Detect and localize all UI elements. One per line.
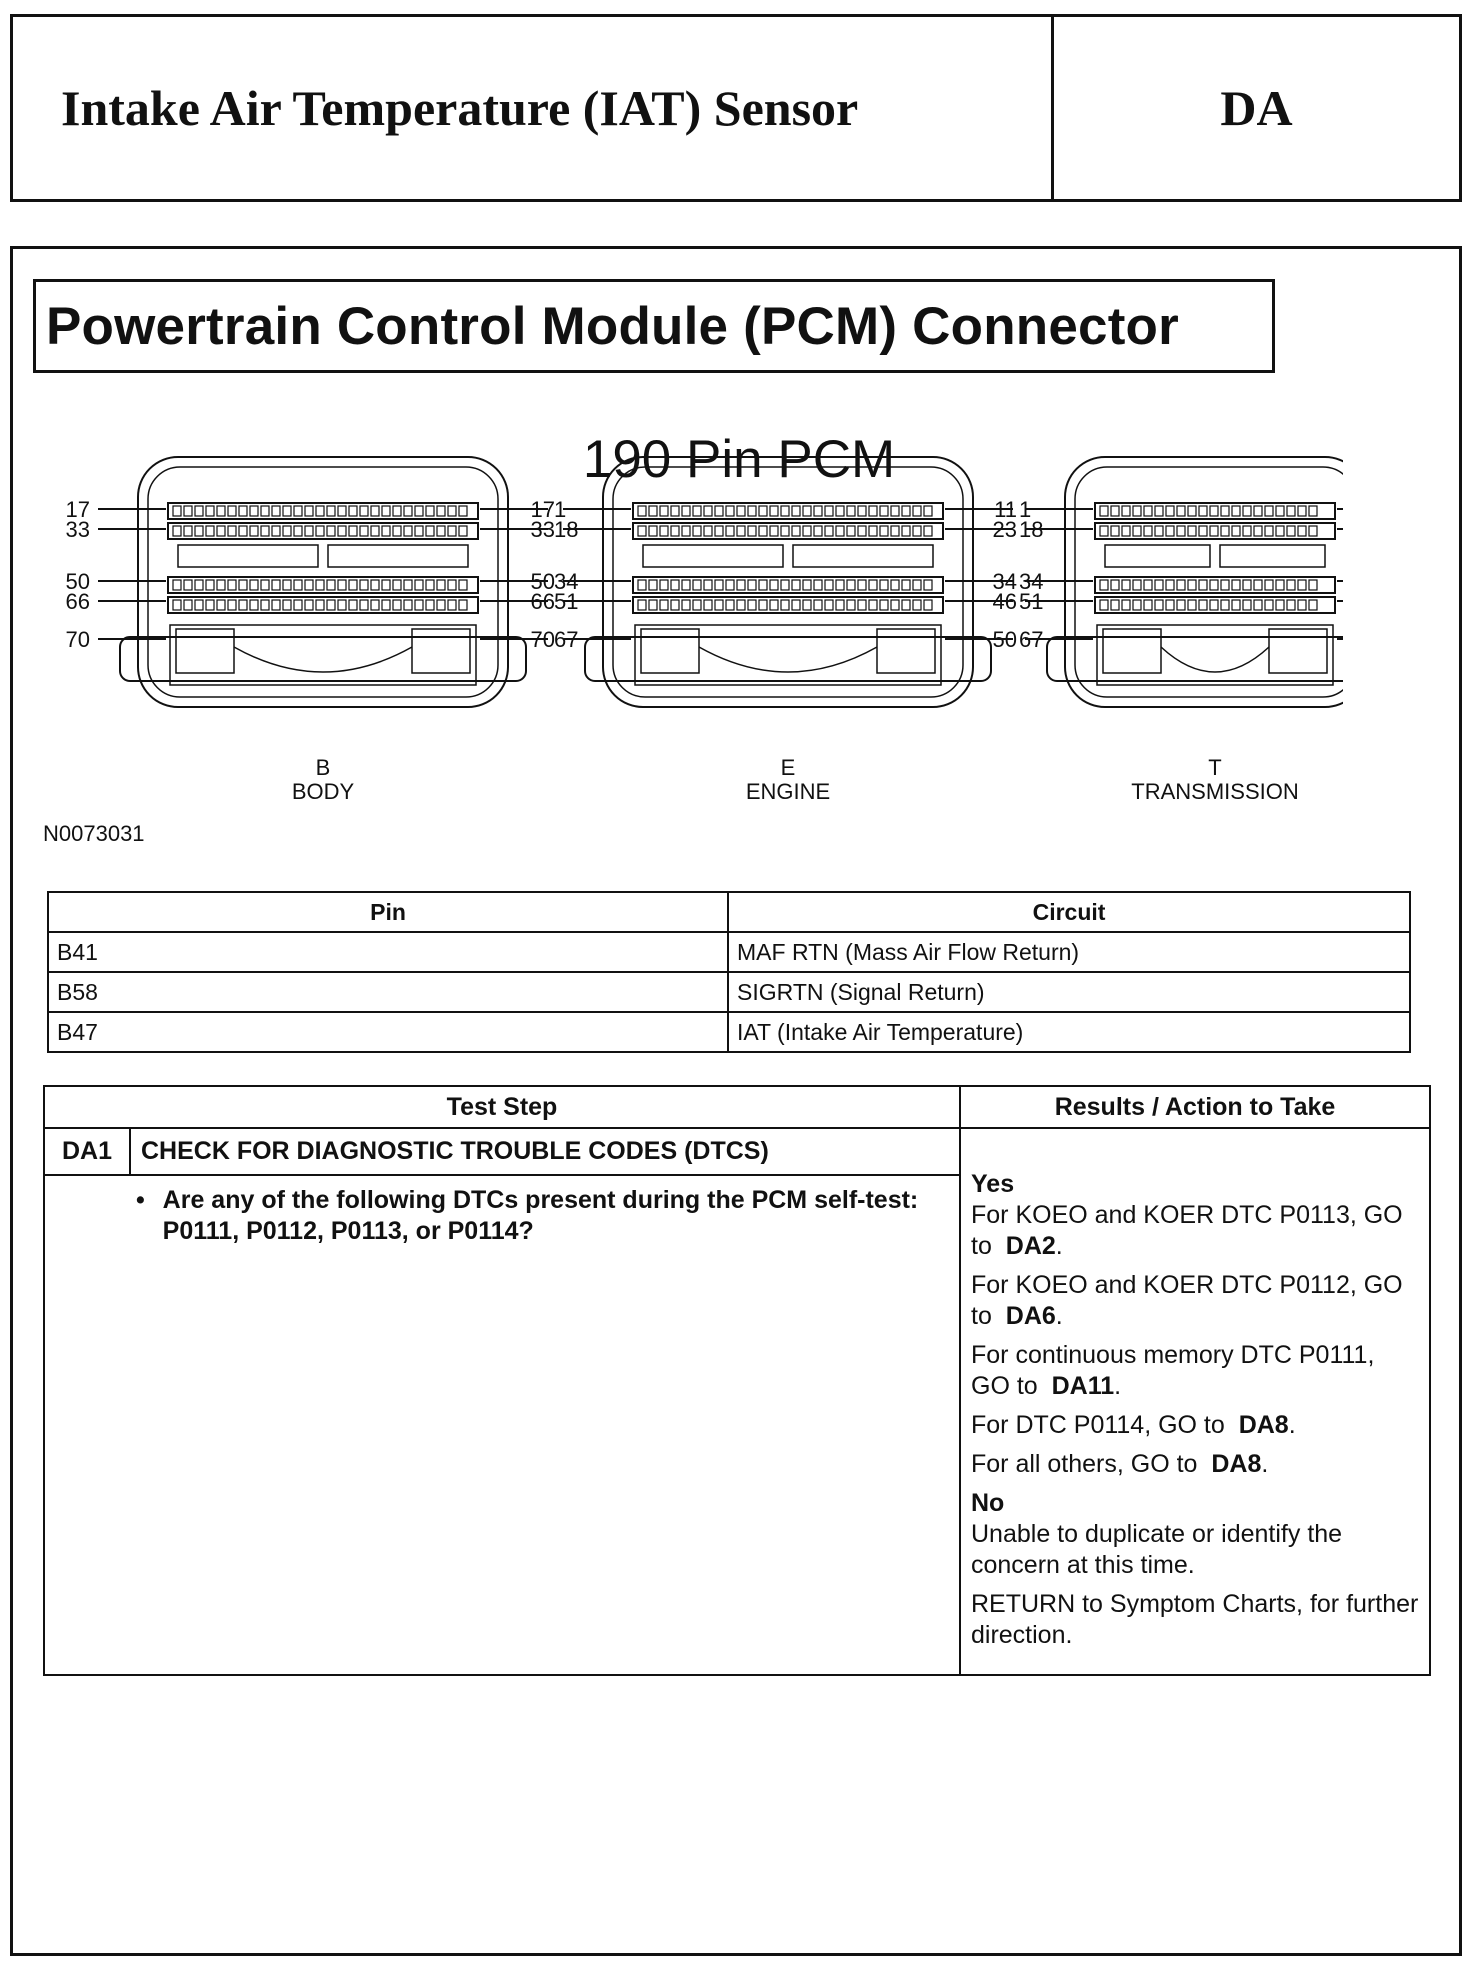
pin-label: 50 (531, 569, 555, 594)
result-item: RETURN to Symptom Charts, for further di… (971, 1590, 1419, 1649)
table-row: B47 IAT (Intake Air Temperature) (47, 1011, 1411, 1053)
page-title: Intake Air Temperature (IAT) Sensor (61, 80, 859, 136)
step-id: DA1 (43, 1127, 131, 1176)
section-code: DA (1051, 17, 1459, 199)
result-item: For KOEO and KOER DTC P0113, GO to DA2. (971, 1201, 1403, 1260)
bullet: • (136, 1186, 145, 1214)
result-item: Unable to duplicate or identify the conc… (971, 1520, 1343, 1579)
goto-link-da8-others[interactable]: DA8 (1211, 1450, 1262, 1478)
test-step-table: Test Step Results / Action to Take DA1 C… (43, 1085, 1431, 1676)
no-label: No (971, 1489, 1005, 1517)
pin-cell: B58 (47, 971, 729, 1013)
pin-header: Pin (47, 891, 729, 933)
circuit-cell: MAF RTN (Mass Air Flow Return) (727, 931, 1411, 973)
question-text: Are any of the following DTCs present du… (162, 1186, 919, 1245)
pin-label: 50 (66, 569, 90, 594)
pin-label: 17 (531, 497, 555, 522)
connector-name: ENGINE (746, 779, 830, 804)
connector-name: BODY (292, 779, 355, 804)
circuit-header: Circuit (727, 891, 1411, 933)
pin-label: 33 (66, 517, 90, 542)
pin-label: 70 (66, 627, 90, 652)
connector-letter: T (1208, 755, 1221, 780)
figure-id: N0073031 (43, 821, 145, 846)
pin-label: 33 (531, 517, 555, 542)
table-row: B41 MAF RTN (Mass Air Flow Return) (47, 931, 1411, 973)
circuit-cell: SIGRTN (Signal Return) (727, 971, 1411, 1013)
pin-label: 66 (531, 589, 555, 614)
pin-label: 23 (993, 517, 1017, 542)
pin-label: 50 (993, 627, 1017, 652)
section-title: Powertrain Control Module (PCM) Connecto… (33, 279, 1275, 373)
goto-link-da2[interactable]: DA2 (1005, 1232, 1056, 1260)
table-row: B58 SIGRTN (Signal Return) (47, 971, 1411, 1013)
goto-link-da8[interactable]: DA8 (1238, 1411, 1289, 1439)
step-title: CHECK FOR DIAGNOSTIC TROUBLE CODES (DTCS… (129, 1127, 961, 1176)
result-item: For all others, GO to DA8. (971, 1450, 1269, 1478)
page-header: Intake Air Temperature (IAT) Sensor DA (10, 14, 1462, 202)
pin-circuit-table: Pin Circuit B41 MAF RTN (Mass Air Flow R… (47, 891, 1411, 1053)
connector-name: TRANSMISSION (1131, 779, 1298, 804)
pin-label: 46 (993, 589, 1017, 614)
pin-label: 70 (531, 627, 555, 652)
connector-transmission: 1112312342446355047TTRANSMISSION (993, 456, 1343, 804)
main-content: Powertrain Control Module (PCM) Connecto… (10, 246, 1462, 1956)
pin-label: 1 (554, 497, 566, 522)
goto-link-da6[interactable]: DA6 (1005, 1302, 1056, 1330)
results-cell: Yes For KOEO and KOER DTC P0113, GO to D… (959, 1127, 1431, 1676)
connector-letter: E (781, 755, 796, 780)
diagram-title: 190 Pin PCM (582, 430, 896, 489)
test-step-header: Test Step (43, 1085, 961, 1129)
connector-letter: B (316, 755, 331, 780)
pin-cell: B47 (47, 1011, 729, 1053)
pin-label: 17 (66, 497, 90, 522)
pin-cell: B41 (47, 931, 729, 973)
result-item: For continuous memory DTC P0111, GO to D… (971, 1341, 1375, 1400)
step-question: • Are any of the following DTCs present … (46, 1177, 958, 1247)
results-header: Results / Action to Take (959, 1085, 1431, 1129)
pin-label: 11 (994, 497, 1017, 522)
result-item: For DTC P0114, GO to DA8. (971, 1411, 1296, 1439)
pin-label: 66 (66, 589, 90, 614)
goto-link-da11[interactable]: DA11 (1051, 1372, 1115, 1400)
pin-label: 34 (993, 569, 1017, 594)
circuit-cell: IAT (Intake Air Temperature) (727, 1011, 1411, 1053)
step-body: • Are any of the following DTCs present … (43, 1174, 961, 1676)
result-item: For KOEO and KOER DTC P0112, GO to DA6. (971, 1271, 1403, 1330)
yes-label: Yes (971, 1170, 1015, 1198)
